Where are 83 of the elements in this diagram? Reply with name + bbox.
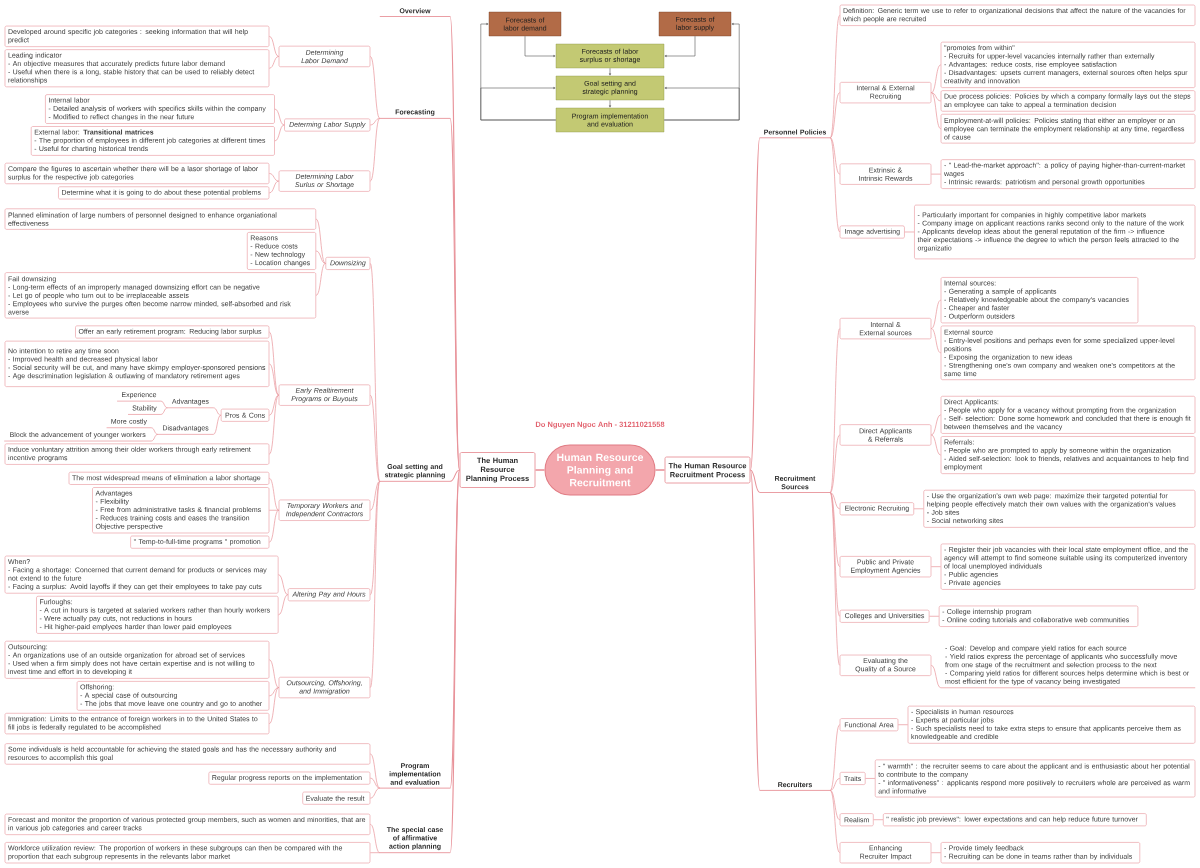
branch-line	[930, 852, 942, 854]
branch-line	[268, 687, 280, 724]
branch-line	[749, 469, 761, 791]
branch-line	[268, 659, 280, 688]
branch-line	[369, 824, 381, 854]
branch-line	[369, 481, 381, 596]
branch-line	[369, 852, 381, 854]
branch-line	[315, 250, 326, 264]
branch-line	[930, 414, 942, 436]
branch-line	[930, 64, 942, 93]
branch-line	[369, 118, 381, 126]
branch-line	[268, 36, 280, 57]
branch-line	[929, 615, 940, 617]
branch-line	[369, 394, 381, 482]
branch-line	[829, 434, 841, 493]
branch-line	[749, 469, 761, 494]
branch-line	[369, 56, 381, 119]
branch-line	[278, 574, 289, 596]
branch-line	[829, 724, 841, 791]
branch-line	[829, 492, 841, 510]
branch-line	[829, 790, 841, 854]
branch-line	[268, 687, 280, 697]
branch-line	[930, 665, 942, 689]
flow-arrow	[609, 67, 611, 76]
branch-line	[160, 400, 168, 409]
branch-line	[369, 753, 381, 789]
branch-line	[268, 180, 280, 194]
branch-line	[449, 469, 461, 482]
branch-line	[315, 218, 326, 264]
branch-line	[268, 509, 280, 543]
branch-line	[897, 724, 909, 726]
branch-line	[274, 108, 285, 126]
flow-arrow	[663, 87, 740, 121]
branch-line	[278, 594, 289, 616]
branch-line	[829, 492, 841, 568]
flow-arrow	[524, 35, 556, 57]
branch-line	[930, 92, 942, 130]
branch-line	[150, 427, 159, 435]
branch-line	[930, 434, 942, 456]
branch-line	[449, 469, 461, 854]
branch-line	[904, 231, 915, 233]
branch-line	[213, 407, 222, 416]
branch-line	[829, 92, 841, 139]
branch-line	[268, 509, 280, 511]
branch-line	[913, 508, 924, 510]
branch-line	[369, 787, 381, 799]
branch-line	[315, 263, 326, 296]
branch-line	[150, 434, 159, 442]
branch-line	[930, 328, 942, 354]
branch-line	[449, 469, 461, 789]
branch-line	[534, 469, 546, 471]
branch-line	[268, 394, 280, 455]
central-topic: Human Resource Planning and Recruitment	[544, 444, 656, 496]
branch-line	[749, 137, 761, 471]
branch-line	[369, 777, 381, 789]
branch-line	[930, 173, 942, 175]
branch-line	[930, 299, 942, 329]
flow-arrow	[480, 87, 557, 121]
branch-line	[268, 331, 280, 396]
branch-line	[829, 492, 841, 666]
flow-arrow	[664, 35, 696, 57]
branch-line	[274, 124, 285, 142]
flow-arrow	[609, 99, 611, 108]
branch-line	[369, 118, 381, 182]
branch-line	[268, 478, 280, 511]
branch-line	[829, 778, 841, 791]
branch-line	[160, 407, 168, 415]
branch-line	[268, 56, 280, 69]
branch-line	[829, 790, 841, 821]
branch-line	[268, 394, 280, 416]
branch-line	[369, 481, 381, 688]
branch-line	[829, 137, 841, 175]
branch-line	[930, 566, 942, 568]
branch-line	[369, 481, 381, 511]
branch-line	[865, 778, 876, 779]
branch-line	[930, 92, 942, 102]
branch-line	[873, 819, 884, 821]
branch-line	[268, 363, 280, 396]
branch-line	[829, 137, 841, 233]
branch-line	[213, 414, 222, 435]
branch-line	[829, 328, 841, 493]
branch-line	[268, 173, 280, 182]
branch-line	[654, 469, 666, 471]
